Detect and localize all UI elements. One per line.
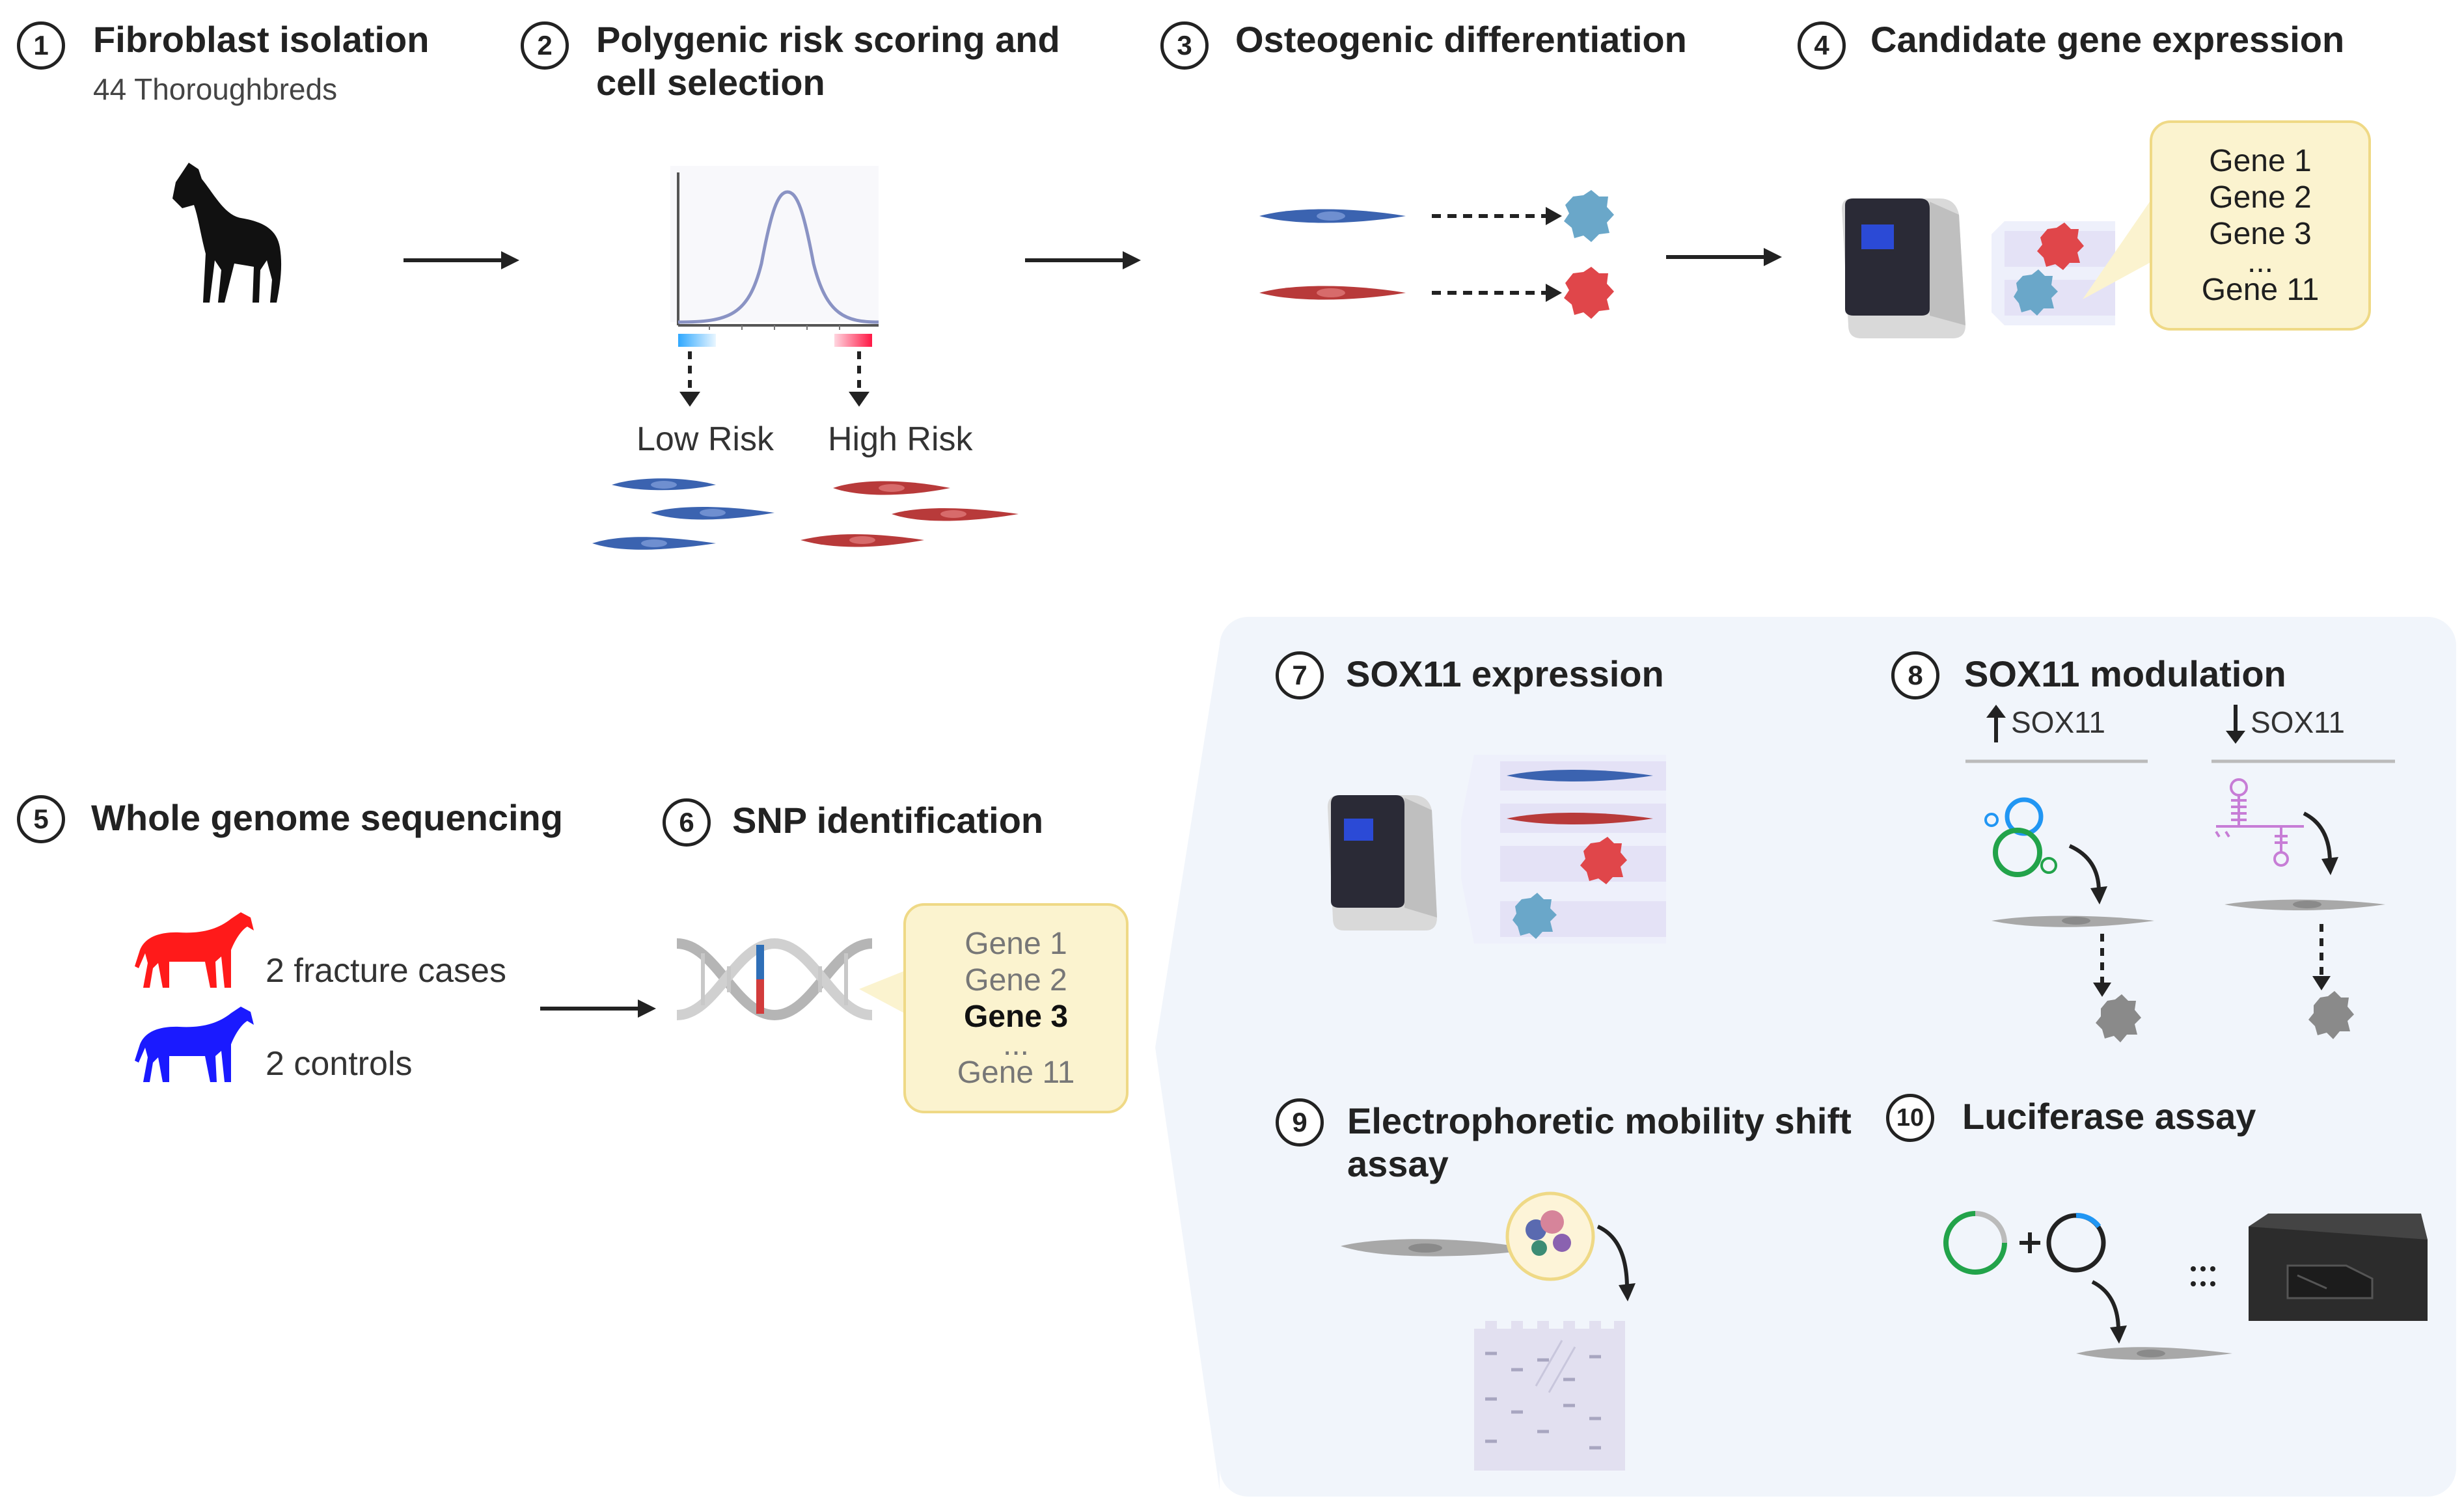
- step-title-6: SNP identification: [732, 800, 1044, 841]
- step-number-10: 10: [1886, 1094, 1934, 1142]
- high-risk-label: High Risk: [828, 420, 973, 458]
- high-risk-cells: [801, 481, 1019, 547]
- gene-4-2: Gene 2: [2209, 180, 2312, 215]
- step-number-9: 9: [1276, 1098, 1324, 1147]
- step-title-8: SOX11 modulation: [1964, 653, 2286, 694]
- step-title-9-line1: Electrophoretic mobility shift: [1347, 1100, 1852, 1141]
- gene-4-3: Gene 3: [2209, 216, 2312, 251]
- gene-box-4-pointer: [2083, 195, 2154, 299]
- step-number-3: 3: [1160, 21, 1209, 70]
- low-risk-label: Low Risk: [637, 420, 774, 458]
- step-number-1: 1: [17, 21, 65, 70]
- step-title-7: SOX11 expression: [1346, 653, 1664, 694]
- step-number-7: 7: [1276, 651, 1324, 699]
- step-title-1: Fibroblast isolation: [93, 19, 430, 60]
- arrow-2-to-3: [1025, 251, 1141, 269]
- arrow-1-to-2: [404, 251, 519, 269]
- gene-6-3: Gene 3: [963, 999, 1069, 1034]
- emsa-graphic: [1341, 1191, 1636, 1471]
- up-arrow-icon: [1986, 705, 2006, 742]
- candidate-gene-list: Gene 1 Gene 2 Gene 3 ... Gene 11: [2150, 120, 2371, 331]
- step-title-5: Whole genome sequencing: [91, 797, 563, 838]
- control-horse-icon: [135, 1007, 254, 1082]
- gene-4-11: Gene 11: [2201, 272, 2320, 307]
- shrna-knockdown-graphic: [2215, 778, 2385, 1039]
- low-risk-dashed-arrow: [679, 351, 700, 407]
- osteogenic-differentiation-graphic: [1259, 190, 1614, 319]
- dna-snp-icon: [676, 938, 873, 1021]
- overexpression-divider: [1965, 759, 2148, 763]
- high-risk-dashed-arrow: [849, 351, 869, 407]
- down-arrow-icon: [2226, 705, 2245, 744]
- arrow-5-to-6: [540, 999, 656, 1018]
- qpcr-machine-icon: [1842, 198, 2115, 338]
- gene-box-6-pointer: [859, 970, 908, 1015]
- low-risk-cells: [592, 478, 774, 550]
- step-title-2-line1: Polygenic risk scoring and: [596, 19, 1060, 60]
- gene-4-ellipsis: ...: [2247, 244, 2273, 279]
- step-number-6: 6: [663, 798, 711, 847]
- controls-label: 2 controls: [266, 1045, 413, 1083]
- step-title-4: Candidate gene expression: [1870, 19, 2345, 60]
- step-number-8: 8: [1891, 651, 1939, 699]
- sox11-up-label: SOX11: [2011, 705, 2105, 739]
- sox11-expression-graphic: [1328, 755, 1666, 944]
- horse-icon: [172, 163, 282, 303]
- arrow-3-to-4: [1666, 248, 1782, 266]
- step-title-3: Osteogenic differentiation: [1235, 19, 1687, 60]
- step-title-10: Luciferase assay: [1962, 1096, 2256, 1137]
- risk-distribution-plot: [670, 166, 879, 347]
- knockdown-divider: [2211, 759, 2395, 763]
- snp-gene-list: Gene 1 Gene 2 Gene 3 ... Gene 11: [903, 903, 1129, 1113]
- plasmid-overexpression-graphic: [1984, 797, 2154, 1042]
- gene-6-2: Gene 2: [965, 962, 1067, 998]
- step-subtitle-1: 44 Thoroughbreds: [93, 72, 338, 106]
- step-number-2: 2: [521, 21, 569, 70]
- step-title-2-line2: cell selection: [596, 62, 825, 103]
- fracture-case-horse-icon: [135, 912, 254, 988]
- luciferase-assay-graphic: [1943, 1211, 2428, 1360]
- fracture-cases-label: 2 fracture cases: [266, 952, 506, 990]
- gene-4-1: Gene 1: [2209, 143, 2312, 178]
- step-title-9-line2: assay: [1347, 1143, 1449, 1184]
- step-number-5: 5: [17, 795, 65, 843]
- gene-6-ellipsis: ...: [1002, 1027, 1029, 1062]
- gene-6-11: Gene 11: [957, 1055, 1075, 1090]
- sox11-down-label: SOX11: [2251, 705, 2345, 739]
- sox11-panel-background: [1220, 617, 2456, 1497]
- step-number-4: 4: [1798, 21, 1846, 70]
- gene-6-1: Gene 1: [965, 926, 1067, 961]
